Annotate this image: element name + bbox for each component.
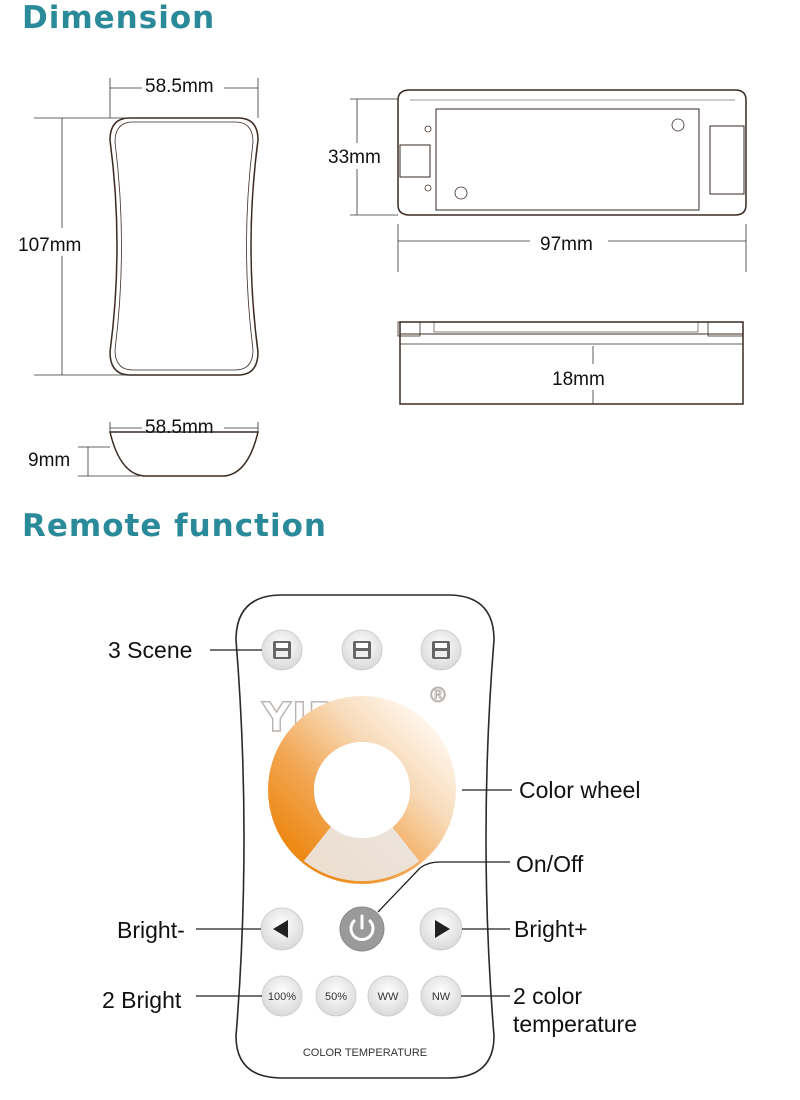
receiver-top-outline: [397, 89, 747, 216]
bright-plus-button[interactable]: [419, 907, 463, 951]
remote-depth-dimension: [78, 422, 259, 477]
label-color-wheel: Color wheel: [519, 777, 640, 803]
bright-100-button[interactable]: 100%: [261, 975, 303, 1017]
bright-50-label: 50%: [325, 991, 347, 1003]
bright-50-button[interactable]: 50%: [315, 975, 357, 1017]
remote-width-label: 58.5mm: [145, 76, 214, 97]
remote-width-dimension: [109, 78, 259, 118]
arrow-right-icon: [435, 920, 450, 938]
bright-100-label: 100%: [268, 991, 296, 1003]
scene-button-1[interactable]: [261, 629, 303, 671]
remote-depth-width-label: 58.5mm: [145, 417, 214, 438]
receiver-height-label: 33mm: [328, 147, 381, 168]
receiver-height-dimension: [350, 98, 398, 216]
label-bright-minus: Bright-: [117, 917, 185, 943]
remote-depth-label: 9mm: [28, 450, 70, 471]
label-on-off: On/Off: [516, 851, 584, 877]
dimension-title: Dimension: [22, 0, 216, 36]
ww-button[interactable]: WW: [367, 975, 409, 1017]
remote-front-outline: [109, 117, 259, 376]
remote-footer-text: COLOR TEMPERATURE: [303, 1047, 427, 1059]
receiver-side-outline: [397, 321, 744, 405]
label-bright-plus: Bright+: [514, 916, 588, 942]
nw-label: NW: [432, 991, 451, 1003]
color-wheel[interactable]: [268, 696, 456, 884]
scene-button-3[interactable]: [420, 629, 462, 671]
label-2-color-line2: temperature: [513, 1011, 637, 1037]
power-button[interactable]: [339, 906, 385, 952]
registered-mark: ®: [428, 683, 448, 707]
remote-height-dimension: [34, 117, 130, 376]
label-2-color-line1: 2 color: [513, 983, 582, 1009]
save-icon: [273, 641, 291, 659]
remote-function-title: Remote function: [22, 508, 327, 544]
save-icon: [353, 641, 371, 659]
remote-height-label: 107mm: [18, 235, 81, 256]
receiver-length-dimension: [397, 224, 747, 272]
label-2-bright: 2 Bright: [102, 987, 182, 1013]
receiver-length-label: 97mm: [540, 234, 593, 255]
callout-lines: [196, 649, 512, 997]
bright-minus-button[interactable]: [260, 907, 304, 951]
ww-label: WW: [378, 991, 399, 1003]
scene-button-2[interactable]: [341, 629, 383, 671]
arrow-left-icon: [273, 920, 288, 938]
save-icon: [432, 641, 450, 659]
label-3-scene: 3 Scene: [108, 637, 192, 663]
nw-button[interactable]: NW: [420, 975, 462, 1017]
power-icon: [349, 914, 375, 941]
remote-side-outline: [109, 431, 259, 477]
receiver-depth-label: 18mm: [552, 369, 605, 390]
